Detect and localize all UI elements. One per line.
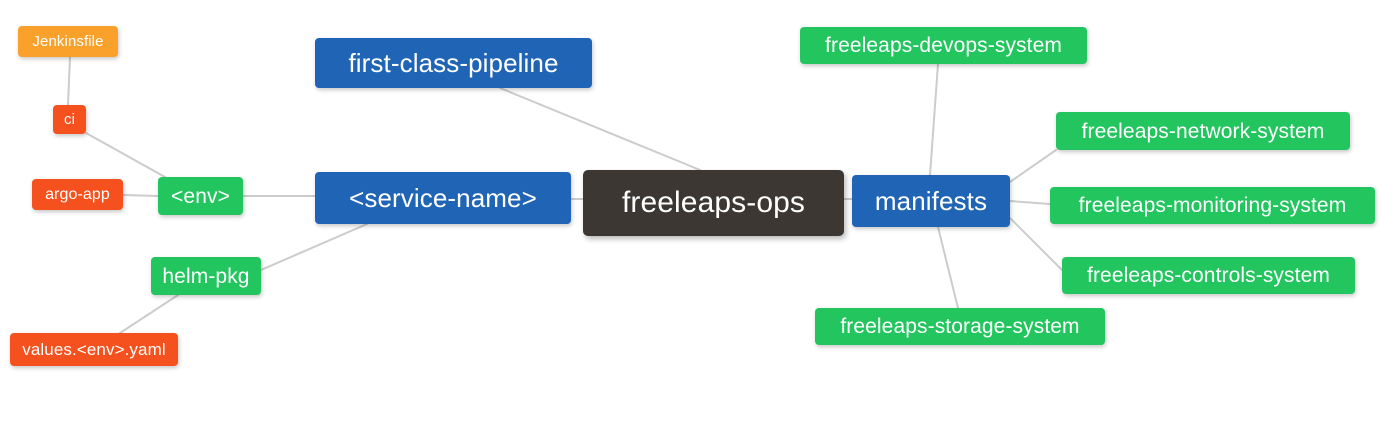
mindmap-edge bbox=[1009, 200, 1051, 205]
mindmap-node-label: freeleaps-storage-system bbox=[840, 315, 1080, 338]
mindmap-node-freeleaps-ops[interactable]: freeleaps-ops bbox=[583, 170, 844, 236]
mindmap-node-label: freeleaps-monitoring-system bbox=[1078, 194, 1347, 217]
mindmap-node-label: <env> bbox=[171, 184, 230, 208]
mindmap-node-service-name[interactable]: <service-name> bbox=[315, 172, 571, 224]
mindmap-node-label: freeleaps-devops-system bbox=[825, 34, 1062, 57]
mindmap-node-argo-app[interactable]: argo-app bbox=[32, 179, 123, 210]
mindmap-edge bbox=[119, 294, 179, 334]
mindmap-edge bbox=[122, 194, 159, 197]
mindmap-edge bbox=[260, 223, 368, 271]
mindmap-node-label: freeleaps-ops bbox=[621, 186, 806, 219]
mindmap-node-helm-pkg[interactable]: helm-pkg bbox=[151, 257, 261, 295]
mindmap-node-jenkinsfile[interactable]: Jenkinsfile bbox=[18, 26, 118, 57]
mindmap-edge bbox=[85, 132, 166, 178]
mindmap-node-values-env-yaml[interactable]: values.<env>.yaml bbox=[10, 333, 178, 366]
mindmap-edge bbox=[499, 87, 701, 171]
mindmap-node-freeleaps-storage-system[interactable]: freeleaps-storage-system bbox=[815, 308, 1105, 345]
mindmap-edge bbox=[67, 56, 71, 106]
mindmap-node-manifests[interactable]: manifests bbox=[852, 175, 1010, 227]
mindmap-node-label: argo-app bbox=[45, 185, 110, 203]
mindmap-node-label: manifests bbox=[874, 186, 988, 216]
mindmap-node-label: helm-pkg bbox=[162, 264, 250, 288]
mindmap-edge bbox=[929, 63, 939, 176]
mindmap-node-label: freeleaps-controls-system bbox=[1087, 264, 1330, 287]
mindmap-node-label: freeleaps-network-system bbox=[1081, 119, 1325, 143]
mindmap-node-label: first-class-pipeline bbox=[348, 48, 559, 78]
mindmap-node-label: Jenkinsfile bbox=[32, 33, 104, 50]
mindmap-edge bbox=[1009, 217, 1063, 271]
mindmap-node-label: <service-name> bbox=[349, 183, 537, 213]
mindmap-node-freeleaps-controls-system[interactable]: freeleaps-controls-system bbox=[1062, 257, 1355, 294]
mindmap-node-freeleaps-devops-system[interactable]: freeleaps-devops-system bbox=[800, 27, 1087, 64]
mindmap-node-freeleaps-network-system[interactable]: freeleaps-network-system bbox=[1056, 112, 1350, 150]
mindmap-node-label: values.<env>.yaml bbox=[22, 340, 166, 359]
mindmap-node-label: ci bbox=[63, 111, 76, 128]
mindmap-edge bbox=[1009, 149, 1057, 183]
mindmap-node-freeleaps-monitoring-system[interactable]: freeleaps-monitoring-system bbox=[1050, 187, 1375, 224]
mindmap-edge bbox=[937, 226, 959, 309]
mindmap-node-env[interactable]: <env> bbox=[158, 177, 243, 215]
mindmap-node-first-class-pipeline[interactable]: first-class-pipeline bbox=[315, 38, 592, 88]
mindmap-node-ci[interactable]: ci bbox=[53, 105, 86, 134]
